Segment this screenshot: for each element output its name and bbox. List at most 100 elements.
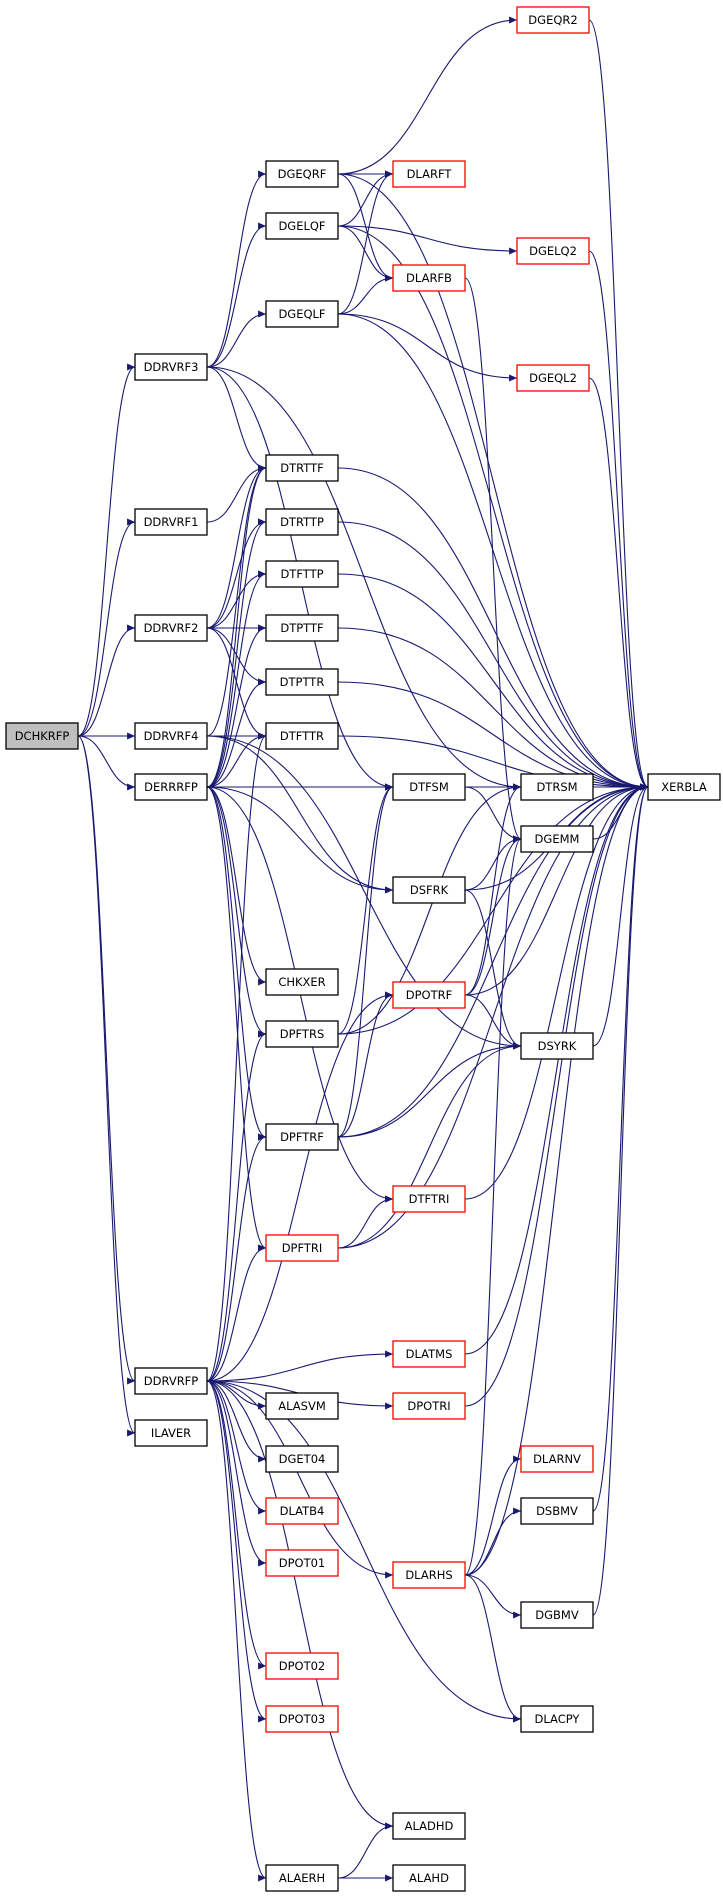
node-dgemm[interactable]: DGEMM bbox=[520, 825, 594, 853]
node-dpotrf[interactable]: DPOTRF bbox=[392, 981, 466, 1009]
node-aladhd[interactable]: ALADHD bbox=[392, 1812, 466, 1840]
edge-dpftrf-to-dsyrk bbox=[337, 1042, 522, 1138]
node-dlatms[interactable]: DLATMS bbox=[392, 1340, 466, 1368]
node-dlatms-label: DLATMS bbox=[406, 1347, 453, 1361]
edge-dchkrfp-to-derrrfp bbox=[77, 735, 136, 791]
node-dlatb4[interactable]: DLATB4 bbox=[265, 1497, 339, 1525]
node-dlarnv-label: DLARNV bbox=[533, 1452, 581, 1466]
node-dpftri[interactable]: DPFTRI bbox=[265, 1234, 339, 1262]
node-alahd[interactable]: ALAHD bbox=[392, 1864, 466, 1892]
node-dtrttp-label: DTRTTP bbox=[280, 515, 324, 529]
node-dlacpy[interactable]: DLACPY bbox=[520, 1705, 594, 1733]
node-ddrvrf3[interactable]: DDRVRF3 bbox=[134, 353, 208, 381]
node-dgeql2[interactable]: DGEQL2 bbox=[516, 364, 590, 392]
node-ddrvrf2[interactable]: DDRVRF2 bbox=[134, 614, 208, 642]
edge-dlatms-to-xerbla bbox=[464, 783, 649, 1355]
edge-dgeqlf-to-dlarfb bbox=[337, 274, 394, 315]
edge-ddrvrfp-to-dpotrf bbox=[206, 991, 394, 1382]
node-dpftrf[interactable]: DPFTRF bbox=[265, 1123, 339, 1151]
node-ddrvrf4-label: DDRVRF4 bbox=[144, 729, 199, 743]
node-dpot02[interactable]: DPOT02 bbox=[265, 1652, 339, 1680]
edge-ddrvrf2-to-dtrttf bbox=[206, 464, 267, 629]
node-dtftri[interactable]: DTFTRI bbox=[392, 1185, 466, 1213]
node-dtfttr-label: DTFTTR bbox=[280, 729, 324, 743]
edge-dlarhs-to-dgbmv bbox=[464, 1574, 522, 1619]
edge-ddrvrfp-to-dpftrf bbox=[206, 1133, 267, 1382]
node-dtpttf[interactable]: DTPTTF bbox=[265, 614, 339, 642]
node-dsfrk[interactable]: DSFRK bbox=[392, 876, 466, 904]
node-dgelqf-label: DGELQF bbox=[278, 219, 325, 233]
node-derrrfp[interactable]: DERRRFP bbox=[134, 773, 208, 801]
node-dsbmv[interactable]: DSBMV bbox=[520, 1497, 594, 1525]
node-dtfttr-box bbox=[265, 722, 339, 750]
node-dtftri-box bbox=[392, 1185, 466, 1213]
edge-ddrvrfp-to-dpftri bbox=[206, 1244, 267, 1382]
node-dchkrfp[interactable]: DCHKRFP bbox=[5, 722, 79, 750]
edge-derrrfp-to-dtfttr bbox=[206, 732, 267, 788]
node-dlacpy-label: DLACPY bbox=[535, 1712, 581, 1726]
node-dsyrk-box bbox=[520, 1032, 594, 1060]
node-dlatb4-box bbox=[265, 1497, 339, 1525]
edge-derrrfp-to-dpftrs bbox=[206, 786, 267, 1038]
edge-ddrvrfp-to-dget04 bbox=[206, 1380, 267, 1463]
node-dgelqf[interactable]: DGELQF bbox=[265, 212, 339, 240]
node-dlarhs[interactable]: DLARHS bbox=[392, 1561, 466, 1589]
edge-dgelqf-to-dgelq2 bbox=[337, 225, 518, 255]
node-dtrsm[interactable]: DTRSM bbox=[520, 773, 594, 801]
node-dgeqr2[interactable]: DGEQR2 bbox=[516, 6, 590, 34]
node-dtrttf-box bbox=[265, 454, 339, 482]
node-aladhd-box bbox=[392, 1812, 466, 1840]
node-dpftrs[interactable]: DPFTRS bbox=[265, 1020, 339, 1048]
node-dtpttr[interactable]: DTPTTR bbox=[265, 668, 339, 696]
node-dtpttf-box bbox=[265, 614, 339, 642]
edge-ddrvrf2-to-dtrttp bbox=[206, 518, 267, 629]
node-dpotri[interactable]: DPOTRI bbox=[392, 1392, 466, 1420]
node-ddrvrf1[interactable]: DDRVRF1 bbox=[134, 508, 208, 536]
node-dtfttr[interactable]: DTFTTR bbox=[265, 722, 339, 750]
edge-dpftri-to-xerbla bbox=[337, 783, 649, 1249]
node-dpot03-box bbox=[265, 1705, 339, 1733]
node-dpot01-box bbox=[265, 1549, 339, 1577]
node-dlarfb[interactable]: DLARFB bbox=[392, 264, 466, 292]
node-alasvm-label: ALASVM bbox=[278, 1399, 326, 1413]
node-alasvm[interactable]: ALASVM bbox=[265, 1392, 339, 1420]
node-ilaver[interactable]: ILAVER bbox=[134, 1419, 208, 1447]
edge-ddrvrfp-to-dtfttr bbox=[206, 732, 267, 1382]
node-dgeqlf-box bbox=[265, 300, 339, 328]
node-dpot03[interactable]: DPOT03 bbox=[265, 1705, 339, 1733]
node-dlarft[interactable]: DLARFT bbox=[392, 160, 466, 188]
node-dgelq2-label: DGELQ2 bbox=[529, 244, 577, 258]
node-ddrvrfp[interactable]: DDRVRFP bbox=[134, 1367, 208, 1395]
node-ddrvrf4[interactable]: DDRVRF4 bbox=[134, 722, 208, 750]
edge-ddrvrfp-to-dlatb4 bbox=[206, 1380, 267, 1515]
node-xerbla[interactable]: XERBLA bbox=[647, 773, 721, 801]
node-dgelq2[interactable]: DGELQ2 bbox=[516, 237, 590, 265]
node-dget04[interactable]: DGET04 bbox=[265, 1445, 339, 1473]
node-dget04-label: DGET04 bbox=[279, 1452, 326, 1466]
node-dlarnv[interactable]: DLARNV bbox=[520, 1445, 594, 1473]
edge-dpftri-to-dsyrk bbox=[337, 1042, 522, 1249]
edge-dgeqlf-to-dlarft bbox=[337, 170, 394, 315]
edge-dlarhs-to-dlacpy bbox=[464, 1574, 522, 1723]
node-ddrvrf1-label: DDRVRF1 bbox=[144, 515, 199, 529]
node-dtrttp[interactable]: DTRTTP bbox=[265, 508, 339, 536]
node-dtfsm[interactable]: DTFSM bbox=[392, 773, 466, 801]
node-dgeqrf[interactable]: DGEQRF bbox=[265, 160, 339, 188]
node-alahd-box bbox=[392, 1864, 466, 1892]
edge-dpftri-to-dtftri bbox=[337, 1195, 394, 1249]
node-chkxer[interactable]: CHKXER bbox=[265, 968, 339, 996]
node-dtfttp[interactable]: DTFTTP bbox=[265, 560, 339, 588]
edge-dgeqrf-to-dgeqr2 bbox=[337, 16, 518, 175]
edge-dpftrf-to-xerbla bbox=[337, 783, 649, 1138]
node-dgeqlf[interactable]: DGEQLF bbox=[265, 300, 339, 328]
node-derrrfp-label: DERRRFP bbox=[144, 780, 198, 794]
node-dchkrfp-box bbox=[5, 722, 79, 750]
node-alaerh[interactable]: ALAERH bbox=[265, 1864, 339, 1892]
node-dpftri-label: DPFTRI bbox=[282, 1241, 323, 1255]
node-dtrttf[interactable]: DTRTTF bbox=[265, 454, 339, 482]
node-dsyrk[interactable]: DSYRK bbox=[520, 1032, 594, 1060]
node-dgbmv[interactable]: DGBMV bbox=[520, 1601, 594, 1629]
node-dlarnv-box bbox=[520, 1445, 594, 1473]
node-dpot03-label: DPOT03 bbox=[279, 1712, 326, 1726]
node-dpot01[interactable]: DPOT01 bbox=[265, 1549, 339, 1577]
